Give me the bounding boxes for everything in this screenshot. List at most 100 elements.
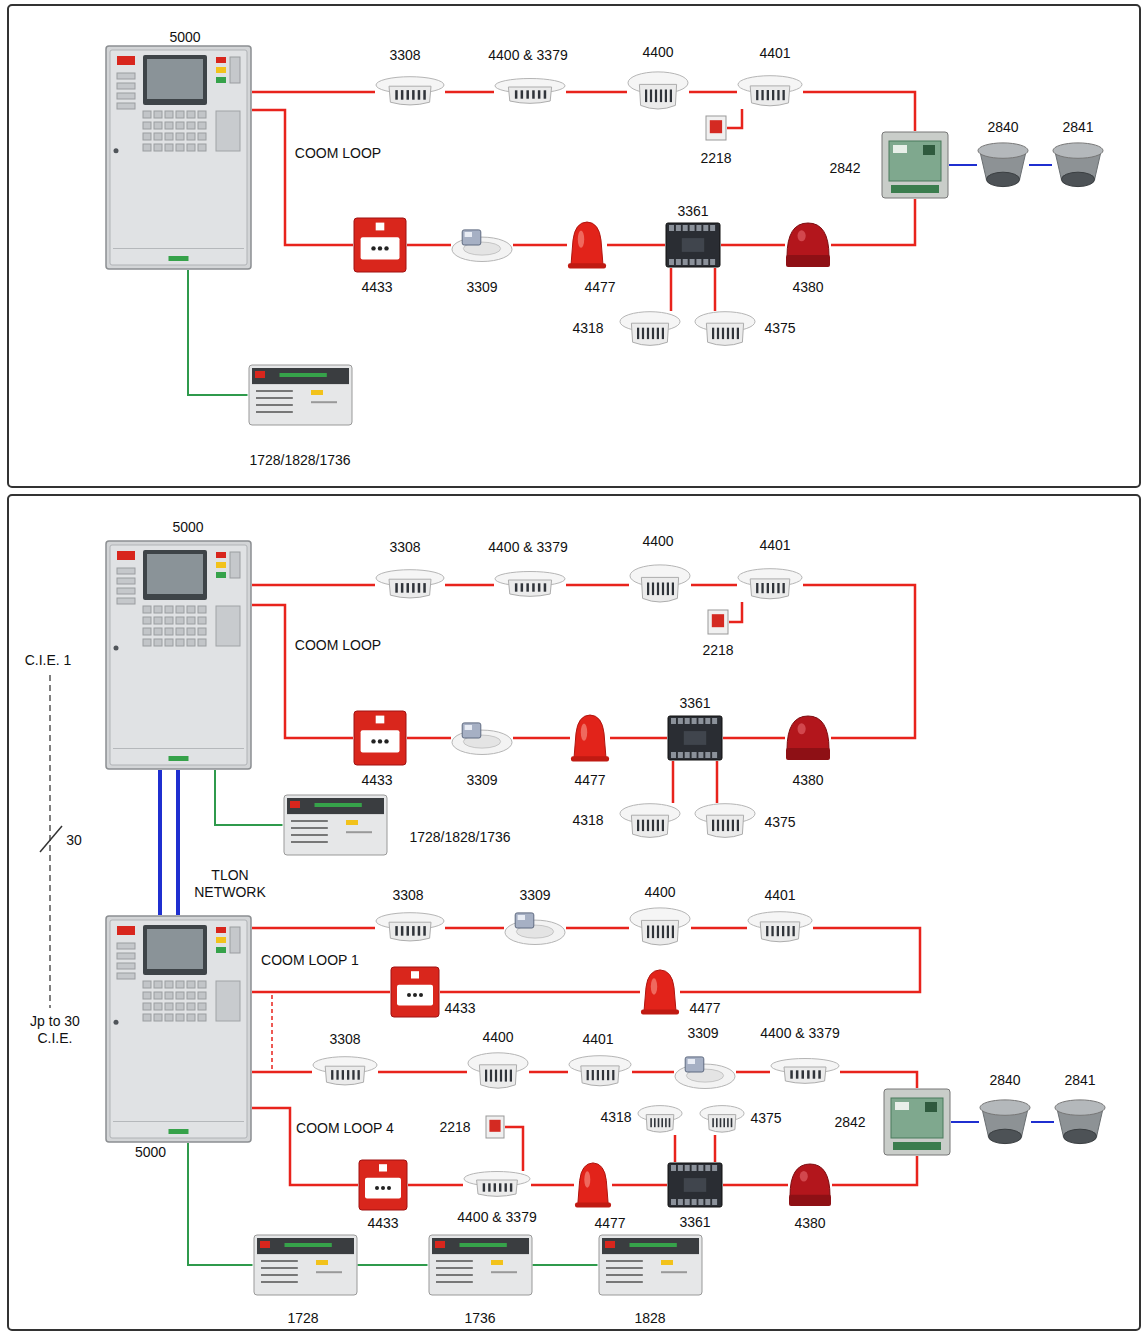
device-icon-part <box>641 577 678 602</box>
device-icon-part <box>154 122 162 129</box>
device-number: 5000 <box>169 29 200 45</box>
device-icon-part <box>346 831 372 833</box>
device-number: 4375 <box>750 1110 781 1126</box>
device-node: 4401 <box>737 75 803 109</box>
device-icon-part <box>639 84 676 109</box>
device-icon-part <box>117 56 135 65</box>
device-icon-part <box>198 122 206 129</box>
note-label: COOM LOOP <box>295 637 381 654</box>
device-icon-part <box>198 1003 206 1010</box>
device-icon-part <box>117 578 135 584</box>
device-icon-part <box>256 390 293 392</box>
device-number: 4477 <box>584 279 615 295</box>
device-icon-part <box>113 248 244 249</box>
device-icon-part <box>671 718 676 724</box>
device-icon-part <box>798 230 806 241</box>
device-icon-part <box>316 1271 342 1273</box>
device-node: 1728/1828/1736 <box>283 794 388 856</box>
device-icon-part <box>436 1267 473 1269</box>
device-icon-part <box>644 970 676 1011</box>
loop-wire <box>252 91 375 94</box>
device-icon-part <box>187 144 195 151</box>
device-icon-part <box>706 116 726 140</box>
device-icon-part <box>490 1070 492 1082</box>
device-icon-part <box>661 1260 673 1265</box>
device-icon-part <box>117 598 135 604</box>
device-icon-part <box>657 820 659 831</box>
device-icon-part <box>117 973 135 979</box>
loop-wire <box>723 737 785 740</box>
device-icon-part <box>607 1070 609 1080</box>
device-icon-part <box>602 1070 604 1080</box>
device-icon-part <box>452 730 512 754</box>
device-icon-part <box>771 926 773 936</box>
device-icon-part <box>187 111 195 118</box>
display-icon <box>253 1234 358 1296</box>
device-icon-part <box>705 718 710 724</box>
device-icon-part <box>696 225 701 231</box>
device-icon-part <box>154 628 162 635</box>
device-icon-part <box>154 992 162 999</box>
device-node: 1728/1828/1736 <box>248 364 353 426</box>
device-icon-part <box>143 925 207 975</box>
device-icon-part <box>411 971 419 978</box>
device-icon-part <box>802 1070 805 1078</box>
device-number: 4400 & 3379 <box>488 47 567 63</box>
device-node: 4380 <box>785 222 831 268</box>
device-icon-part <box>669 1118 671 1127</box>
device-number: 1728 <box>287 1310 318 1326</box>
device-icon-part <box>316 1260 328 1265</box>
device-icon-part <box>423 90 426 100</box>
bus-slash <box>40 826 62 852</box>
network-wire <box>1031 1121 1054 1123</box>
loop-wire <box>252 605 353 738</box>
device-icon-part <box>980 1100 1030 1115</box>
loop-wire <box>445 927 504 930</box>
device-icon-part <box>722 820 724 831</box>
device-node: 3361 <box>665 222 721 268</box>
note-label: COOM LOOP <box>295 145 381 162</box>
display-icon <box>248 364 353 426</box>
device-number: 4400 & 3379 <box>760 1025 839 1041</box>
base-icon <box>451 720 513 756</box>
device-icon-part <box>387 1186 391 1190</box>
loop-wire <box>832 1156 917 1185</box>
smoke-icon <box>737 568 803 602</box>
device-icon-part <box>891 1098 943 1138</box>
smoke-icon <box>312 1056 378 1088</box>
device-icon-part <box>413 993 417 997</box>
device-icon-part <box>793 926 795 936</box>
device-icon-part <box>165 122 173 129</box>
device-icon-part <box>668 1163 722 1207</box>
device-icon-part <box>165 628 173 635</box>
network-wire <box>949 164 977 166</box>
device-node: 3308 <box>375 569 445 601</box>
device-icon-part <box>683 225 688 231</box>
device-icon-part <box>505 1070 507 1082</box>
device-icon-part <box>117 926 135 935</box>
device-icon-part <box>397 985 433 1006</box>
device-icon-part <box>727 1118 729 1127</box>
display-bus-wire <box>533 1264 598 1266</box>
device-icon-part <box>436 1260 473 1262</box>
device-icon-part <box>712 328 714 339</box>
device-icon-part <box>737 820 739 831</box>
device-icon-part <box>698 1165 703 1171</box>
device-icon-part <box>198 606 206 613</box>
device-node: 2840 <box>977 141 1029 189</box>
smoke-icon <box>619 311 681 349</box>
device-icon-part <box>376 716 385 724</box>
device-icon-part <box>198 144 206 151</box>
loop-wire <box>674 1135 677 1162</box>
device-icon-part <box>670 90 672 103</box>
loop-dashed-line <box>271 995 273 1069</box>
device-icon-part <box>652 820 654 831</box>
device-icon-part <box>641 920 678 945</box>
device-node: 4318 <box>619 803 681 841</box>
device-icon-part <box>671 1165 676 1171</box>
device-icon-part <box>106 916 251 1142</box>
device-icon-part <box>256 397 293 399</box>
smoke-icon <box>467 1052 529 1092</box>
device-node: 4380 <box>788 1163 832 1207</box>
device-icon-part <box>786 255 830 267</box>
